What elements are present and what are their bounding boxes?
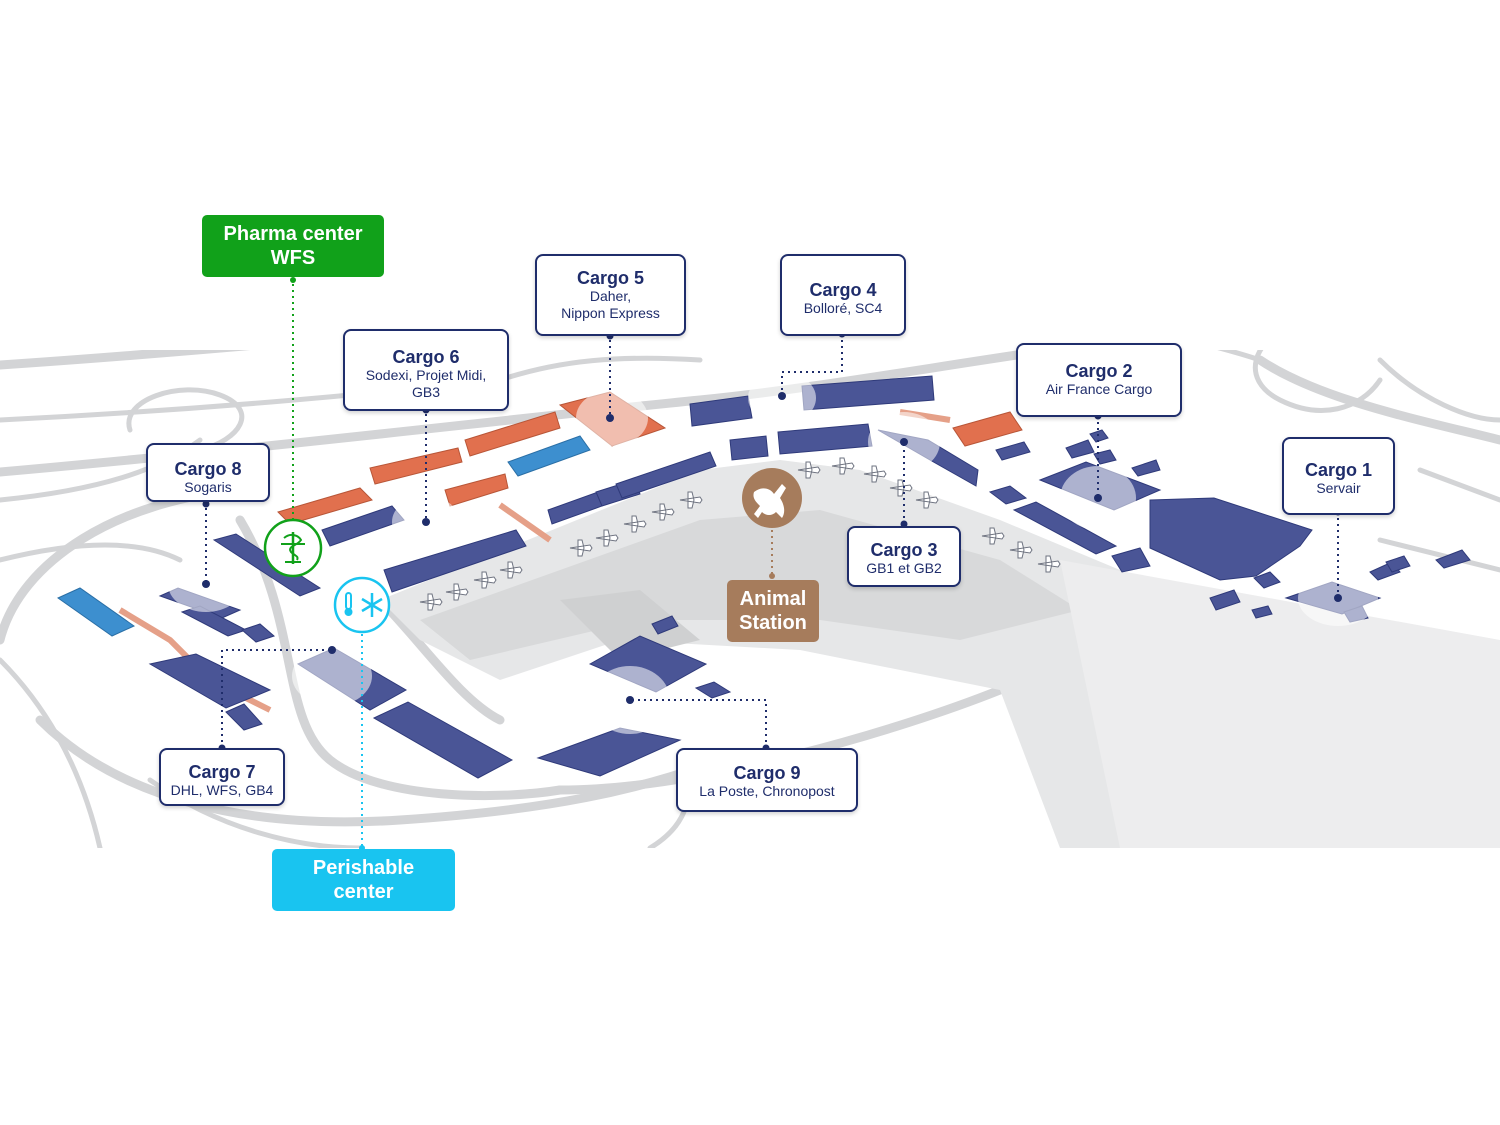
cargo-6-title: Cargo 6 xyxy=(392,347,460,367)
cargo-6-subtitle: Sodexi, Projet Midi, xyxy=(365,367,487,383)
cargo-4-title: Cargo 4 xyxy=(809,280,877,300)
cargo-8-label[interactable]: Cargo 8 Sogaris xyxy=(146,443,270,502)
cargo-6-subtitle-2: GB3 xyxy=(411,384,440,400)
cargo-3-label[interactable]: Cargo 3 GB1 et GB2 xyxy=(847,526,961,587)
animal-station-line1: Animal xyxy=(739,588,807,610)
cargo-5-subtitle: Daher, xyxy=(589,288,632,304)
cargo-2-subtitle: Air France Cargo xyxy=(1045,381,1153,397)
cargo-1-subtitle: Servair xyxy=(1316,480,1361,496)
pharma-center-line2: WFS xyxy=(270,247,316,269)
cargo-9-subtitle: La Poste, Chronopost xyxy=(699,783,835,799)
cargo-2-label[interactable]: Cargo 2 Air France Cargo xyxy=(1016,343,1182,417)
cargo-7-title: Cargo 7 xyxy=(188,762,256,782)
perishable-center-line2: center xyxy=(333,881,394,903)
cargo-9-title: Cargo 9 xyxy=(733,763,801,783)
cargo-5-subtitle-2: Nippon Express xyxy=(561,305,660,321)
animal-icon xyxy=(742,468,802,528)
perishable-center-line1: Perishable xyxy=(312,857,415,879)
cargo-3-title: Cargo 3 xyxy=(870,540,938,560)
cargo-5-label[interactable]: Cargo 5 Daher, Nippon Express xyxy=(535,254,686,336)
cargo-4-subtitle: Bolloré, SC4 xyxy=(803,300,883,316)
cargo-2-title: Cargo 2 xyxy=(1065,361,1133,381)
cargo-6-label[interactable]: Cargo 6 Sodexi, Projet Midi, GB3 xyxy=(343,329,509,411)
light-blue-buildings xyxy=(56,435,591,637)
cargo-3-subtitle: GB1 et GB2 xyxy=(866,560,942,576)
cargo-8-subtitle: Sogaris xyxy=(184,479,232,495)
animal-station-line2: Station xyxy=(739,612,807,634)
cargo-8-title: Cargo 8 xyxy=(174,459,242,479)
cargo-4-label[interactable]: Cargo 4 Bolloré, SC4 xyxy=(780,254,906,336)
pharma-center-line1: Pharma center xyxy=(223,223,363,245)
cargo-1-title: Cargo 1 xyxy=(1304,460,1373,480)
cargo-7-subtitle: DHL, WFS, GB4 xyxy=(170,782,274,798)
animal-station-tag[interactable]: Animal Station xyxy=(727,580,819,642)
pharma-center-tag[interactable]: Pharma center WFS xyxy=(202,215,384,277)
cargo-7-label[interactable]: Cargo 7 DHL, WFS, GB4 xyxy=(159,748,285,806)
thermometer-snowflake-icon xyxy=(333,576,391,634)
cargo-9-label[interactable]: Cargo 9 La Poste, Chronopost xyxy=(676,748,858,812)
cargo-5-title: Cargo 5 xyxy=(576,268,645,288)
caduceus-icon xyxy=(263,518,323,578)
cargo-1-label[interactable]: Cargo 1 Servair xyxy=(1282,437,1395,515)
leader-lines xyxy=(205,334,1339,748)
perishable-center-tag[interactable]: Perishable center xyxy=(272,849,455,911)
parked-aircraft xyxy=(419,457,1061,611)
